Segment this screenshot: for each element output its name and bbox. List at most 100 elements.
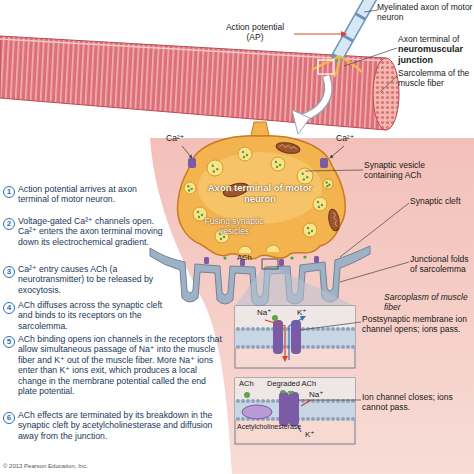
leader-line [344,48,397,66]
ach-molecule [244,392,250,398]
inset-box [235,378,355,444]
lipid-head [311,345,315,349]
lipid-head [321,399,325,403]
callout-number: 6 [3,412,15,424]
lipid-head [346,345,350,349]
callout-number: 1 [3,186,15,198]
lipid-head [341,417,345,421]
inset-open-channel: Na⁺K⁺Postsynaptic membrane ion channel o… [235,306,355,368]
structure-label: Axon terminal of motor neuron [205,182,315,205]
lipid-head [251,399,255,403]
ach-molecule [275,161,277,163]
synaptic-vesicle [303,223,317,237]
lipid-head [336,399,340,403]
lipid-head [241,327,245,331]
structure-label: Sarcoplasm of muscle fiber [384,292,472,312]
cytoplasm-highlight [198,152,322,224]
step-text: Ca²⁺ entry causes ACh (a neurotransmitte… [18,264,166,295]
sarcolemma [0,39,386,61]
zoom-box [262,259,278,269]
lipid-head [336,345,340,349]
lipid-head [326,327,330,331]
lipid-head [241,399,245,403]
lipid-head [326,417,330,421]
lipid-head [266,399,270,403]
structure-label: Junctional folds of sarcolemma [410,254,472,274]
signal-arrow [294,33,346,34]
ion-arrow [330,146,344,158]
ach-molecule [328,184,330,186]
ion-flow-arrow [265,320,285,360]
ach-molecule [197,211,199,213]
lipid-head [271,399,275,403]
lipid-head [301,417,305,421]
lipid-head [346,417,350,421]
cristae [279,144,297,150]
copyright-note: © 2013 Pearson Education, Inc. [3,463,88,470]
synaptic-vesicle [184,182,196,194]
lipid-head [236,345,240,349]
ach-receptor [314,256,319,263]
synaptic-vesicle [238,147,252,161]
degraded-ach [280,390,294,394]
ach-molecule [326,185,328,187]
ach-molecule [272,315,278,321]
lipid-head [306,417,310,421]
leader-line [340,262,409,282]
ion-label: Ca²⁺ [336,133,354,143]
ach-receptor [204,257,209,264]
ach-molecule [223,256,226,259]
fusing-vesicle [238,246,252,253]
step-text: Voltage-gated Ca²⁺ channels open. Ca²⁺ e… [18,216,166,247]
lipid-head [326,399,330,403]
ach-molecule [317,201,319,203]
myelinated-axon [338,0,372,56]
lipid-head [316,327,320,331]
lipid-head [256,345,260,349]
zoom-arrow [302,76,328,118]
molecule-label: ACh [237,253,252,262]
lipid-head [306,327,310,331]
lipid-head [246,327,250,331]
lipid-head [346,327,350,331]
lipid-head [331,417,335,421]
step-text: ACh binding opens ion channels in the re… [18,334,223,397]
lipid-head [301,399,305,403]
structure-label: Axon terminal of [398,34,474,44]
structure-label: Fusing synaptic vesicles [198,216,270,236]
ach-molecule [321,204,323,206]
synaptic-vesicle [238,147,252,161]
lipid-head [256,327,260,331]
synaptic-vesicle [184,182,196,194]
leader-line [364,10,378,12]
zoom-wedge [235,269,355,306]
callout-number: 4 [3,302,15,314]
lipid-head [336,417,340,421]
arrowhead [282,356,288,362]
lipid-head [326,345,330,349]
synaptic-vesicle [207,160,223,176]
ach-receptor [279,259,284,266]
ach-molecule [290,256,293,259]
ach-molecule [242,151,244,153]
lipid-head [311,399,315,403]
ion-label: K⁺ [297,308,307,318]
ach-molecule [308,232,310,234]
calcium-channel [188,158,196,168]
ach-molecule [276,166,278,168]
inset-box [235,306,355,368]
ach-molecule [307,227,309,229]
step-text: ACh effects are terminated by its breakd… [18,410,223,441]
inset-caption: Postsynaptic membrane ion channel opens;… [362,314,470,334]
ach-molecule [198,216,200,218]
zoom-arrowhead [292,110,310,134]
mitochondrion [275,141,300,155]
ion-label: Na⁺ [257,308,271,318]
ion-channel [279,392,289,426]
ach-molecule [212,165,214,167]
ach-molecule [216,168,218,170]
molecule-label: Degraded ACh [267,379,316,388]
callout-number: 3 [3,266,15,278]
lipid-head [316,345,320,349]
fusing-vesicle [266,245,280,252]
